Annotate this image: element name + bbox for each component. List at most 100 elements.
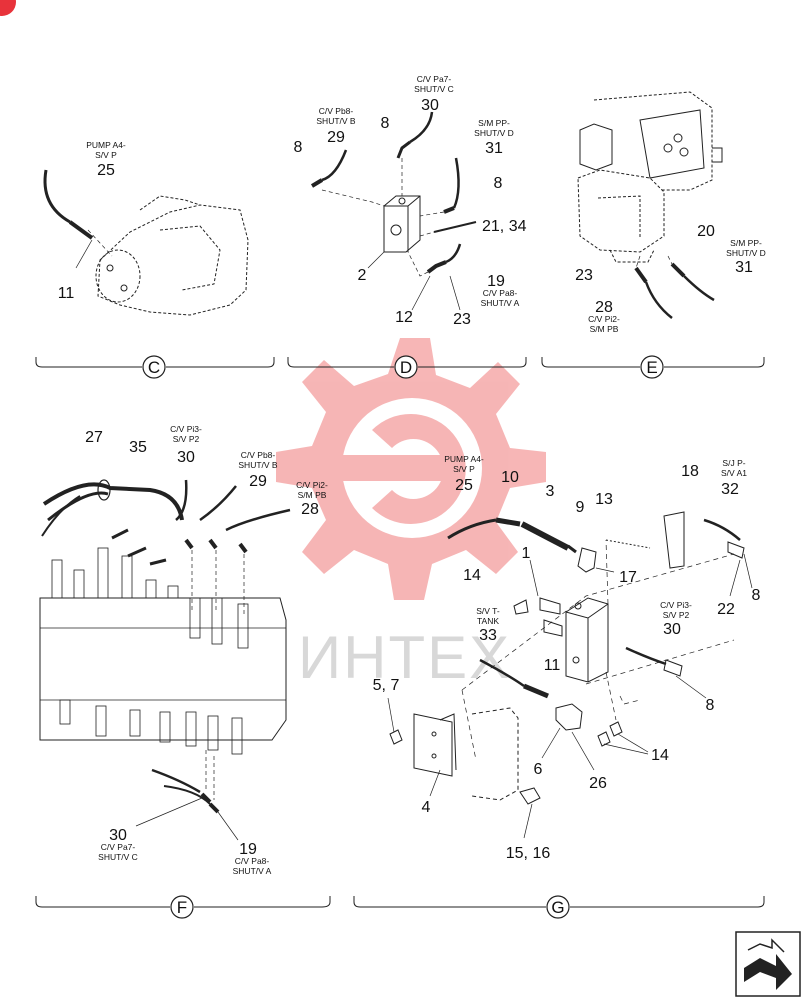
divider-d-left (287, 357, 394, 368)
section-marker-c (142, 355, 166, 379)
f-callout-35: 35 (129, 439, 147, 456)
d-elbow-30 (396, 140, 411, 159)
g-callout-6: 6 (534, 761, 543, 778)
pump-flange (95, 249, 141, 303)
next-page-arrow-outline[interactable] (747, 938, 785, 953)
g-leader-4 (429, 769, 441, 797)
g-callout-10: 10 (501, 469, 519, 486)
corner-badge (0, 0, 16, 16)
f-label-pi2-line2: S/M PB (298, 490, 327, 500)
g-label-pi3-line2: S/V P2 (663, 610, 690, 620)
e-label-pi2-line1: C/V Pi2- (588, 314, 620, 324)
c-callout-25: 25 (97, 162, 115, 179)
g-dash-misc (619, 695, 641, 705)
g-nut-9 (567, 544, 577, 554)
f-callout-30-upper: 30 (177, 449, 195, 466)
section-label-f: F (177, 898, 187, 917)
g-callout-18: 18 (681, 463, 699, 480)
d-hose-30 (409, 111, 434, 144)
c-leader-dash (87, 229, 113, 257)
g-callout-8-lower: 8 (706, 697, 715, 714)
e-port-3 (673, 133, 683, 143)
e-port-1 (663, 143, 673, 153)
f-valve-section-lines (40, 627, 286, 701)
f-callout-28: 28 (301, 501, 319, 518)
pump-body (97, 204, 249, 316)
g-leader-8b (675, 675, 707, 699)
f-fitting-29 (208, 538, 218, 550)
g-adapter-3 (520, 521, 570, 551)
section-label-c: C (148, 358, 160, 377)
f-label-pi2-line1: C/V Pi2- (296, 480, 328, 490)
section-label-g: G (551, 898, 564, 917)
g-port-top (574, 602, 582, 610)
g-frame-ghost (471, 707, 519, 801)
f-hose-bundle-35 (42, 482, 184, 521)
f-fitting-28 (238, 542, 248, 554)
f-hose-bundle-lower (41, 495, 81, 537)
g-label-sjp-line2: S/V A1 (721, 468, 747, 478)
divider-e-right (664, 357, 765, 368)
section-label-d: D (400, 358, 412, 377)
g-hose-32 (703, 518, 741, 541)
g-bracket-hole-1 (431, 731, 437, 737)
d-callout-8-left: 8 (294, 139, 303, 156)
d-elbow-19 (426, 260, 447, 274)
g-manifold-18 (663, 511, 685, 569)
e-callout-28: 28 (595, 299, 613, 316)
e-fitting-23 (634, 266, 648, 284)
f-fitting-19 (208, 802, 220, 814)
d-hose-29 (321, 149, 348, 182)
e-motor-base (609, 249, 655, 263)
e-valve-block (639, 109, 705, 179)
divider-f-left (35, 896, 170, 908)
watermark-text: ИНТЕХ (298, 624, 511, 691)
f-leader-30-lower (135, 797, 203, 827)
g-leader-26 (571, 731, 595, 771)
section-markers: C D E F G (142, 355, 664, 919)
g-leader-6 (541, 727, 561, 759)
d-hose-31 (452, 157, 460, 209)
e-motor-body (577, 169, 665, 253)
e-dash-20 (667, 255, 673, 265)
f-hose-29 (199, 485, 237, 522)
divider-f-right (194, 896, 331, 908)
c-hose-25 (43, 169, 71, 224)
f-label-pi3-line2: S/V P2 (173, 434, 200, 444)
f-label-pa8-line1: C/V Pa8- (235, 856, 270, 866)
pump-detail (159, 225, 221, 291)
f-hose-bundle-27 (47, 491, 109, 522)
d-callout-21-34: 21, 34 (482, 218, 527, 235)
g-fitting-10 (495, 517, 521, 527)
divider-c-right (166, 357, 275, 368)
f-top-fittings (111, 528, 167, 566)
d-label-pb8-line1: C/V Pb8- (319, 106, 354, 116)
f-fitting-30-upper (184, 538, 194, 550)
g-callout-25: 25 (455, 477, 473, 494)
d-callout-19: 19 (487, 273, 505, 290)
f-leader-19 (217, 811, 239, 841)
d-callout-23: 23 (453, 311, 471, 328)
f-hose-30-upper (175, 479, 188, 521)
e-side-block (579, 123, 613, 171)
f-label-pa7-line2: SHUT/V C (98, 852, 138, 862)
next-page-arrow-icon[interactable] (735, 931, 801, 997)
g-elbow-22 (727, 541, 745, 559)
g-callout-5-7: 5, 7 (373, 677, 400, 694)
f-hose-19 (163, 785, 211, 805)
f-hose-clamp (97, 479, 111, 501)
divider-d-right (418, 357, 527, 368)
g-bracket-4 (413, 713, 453, 777)
divider-g-left (353, 896, 546, 908)
g-fitting-11 (523, 683, 549, 699)
d-label-pa8-line1: C/V Pa8- (483, 288, 518, 298)
g-leader-22 (729, 559, 741, 597)
g-callout-22: 22 (717, 601, 735, 618)
d-callout-30: 30 (421, 97, 439, 114)
e-hose-31 (683, 275, 715, 302)
next-page-arrow-shape[interactable] (744, 954, 792, 990)
f-hose-30-lower (151, 768, 201, 794)
d-dash-29 (321, 189, 385, 207)
watermark-arc (372, 413, 466, 524)
divider-e-left (541, 357, 640, 368)
